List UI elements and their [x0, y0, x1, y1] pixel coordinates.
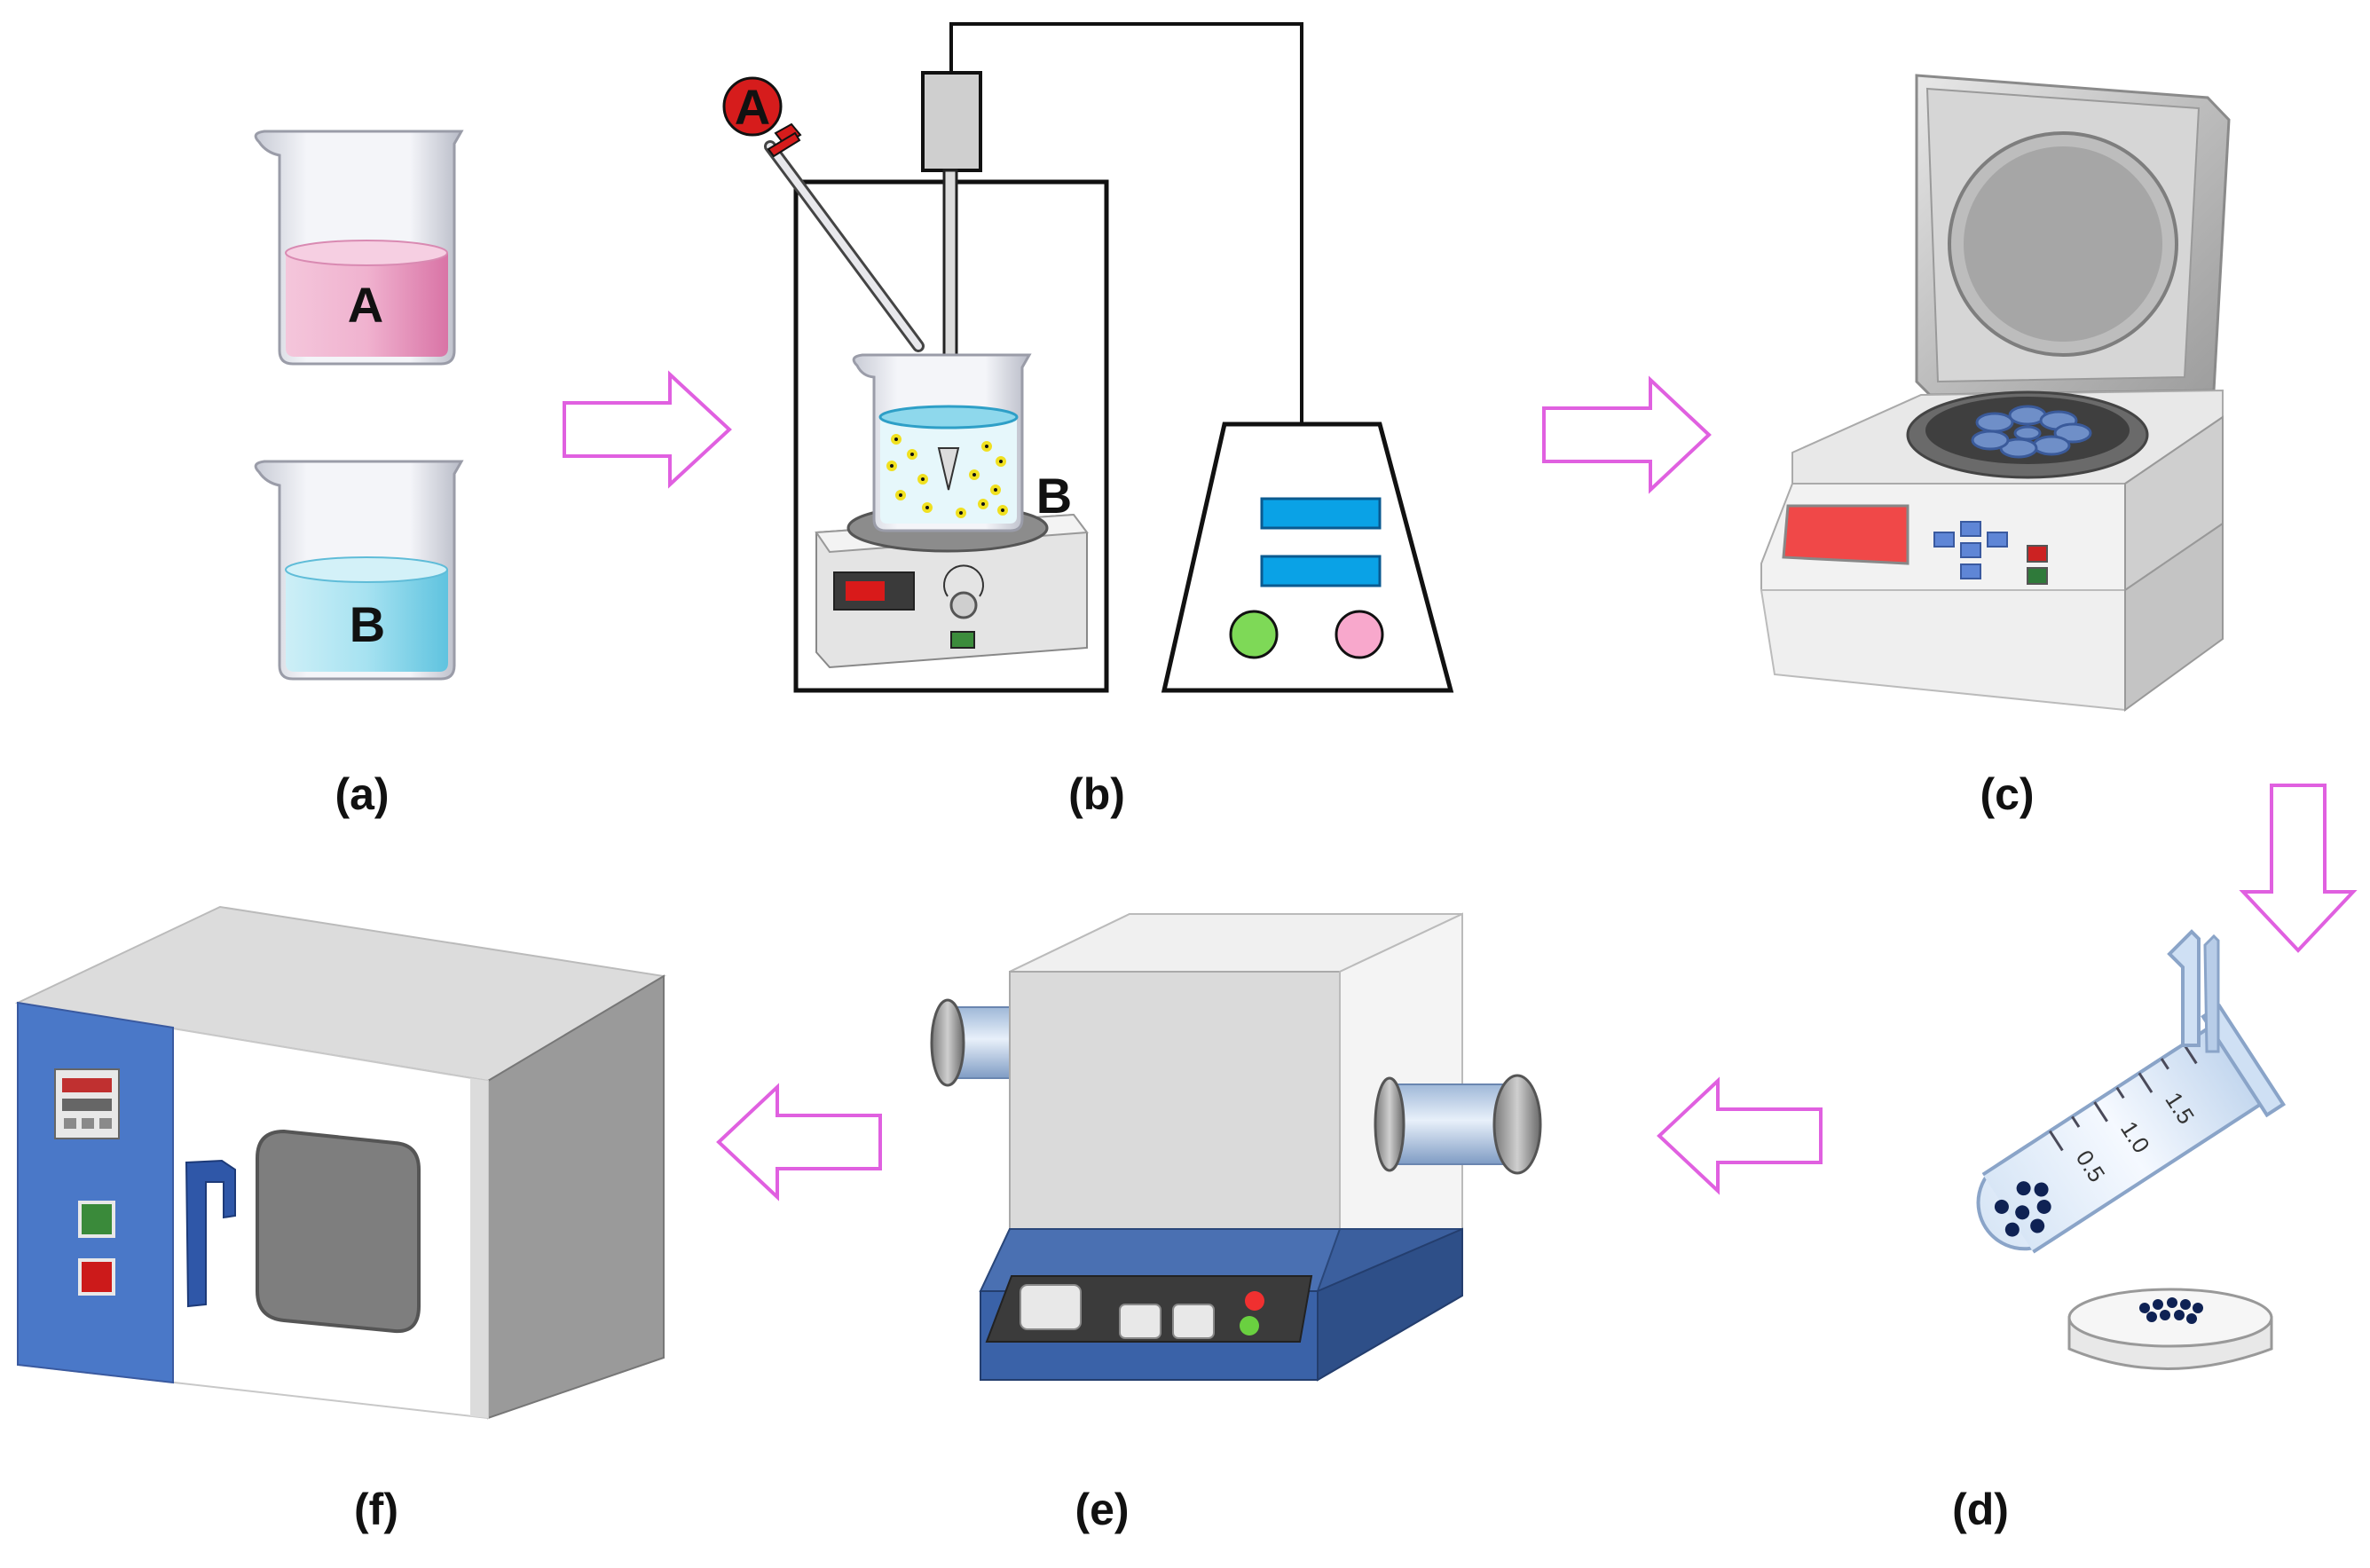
dropper-icon: A	[722, 76, 925, 352]
panel-c: (c)	[1760, 74, 2231, 819]
test-tube-icon: 0.5 1.0 1.5	[1976, 929, 2287, 1254]
stirrer-motor	[921, 71, 982, 172]
panel-a-label: (a)	[335, 769, 389, 819]
panel-f-label: (f)	[354, 1485, 398, 1534]
furnace-display	[1020, 1284, 1082, 1330]
centrifuge-display	[1782, 504, 1909, 565]
panel-b: A B	[722, 22, 1454, 819]
panel-b-label: (b)	[1068, 769, 1125, 819]
centrifuge-icon	[1760, 74, 2231, 712]
panel-e-label: (e)	[1075, 1485, 1129, 1534]
power-supply-button-green	[1229, 610, 1279, 659]
arrow-icon	[563, 370, 732, 489]
panel-c-label: (c)	[1980, 769, 2034, 819]
furnace-red-light	[1245, 1291, 1264, 1311]
centrifuge-keypad	[1933, 521, 2008, 579]
dropper-label: A	[735, 79, 770, 135]
oven-window	[256, 1129, 421, 1334]
power-supply-screen-1	[1260, 497, 1382, 530]
beaker-a-label: A	[348, 277, 383, 333]
beaker-label: B	[1036, 468, 1072, 524]
oven-door-handle	[185, 1159, 236, 1308]
furnace-green-light	[1240, 1316, 1259, 1336]
panel-f: (f)	[14, 905, 666, 1534]
oven-red-button	[78, 1258, 115, 1296]
beaker-a-icon: A	[254, 130, 464, 366]
particles	[886, 434, 1008, 518]
beaker-icon: B	[852, 353, 1072, 532]
petri-dish-icon	[2067, 1288, 2273, 1370]
panel-d-label: (d)	[1952, 1485, 2009, 1534]
panel-e: (e)	[930, 912, 1542, 1534]
oven-green-button	[78, 1201, 115, 1238]
beaker-b-icon: B	[254, 460, 464, 681]
power-supply-screen-2	[1260, 555, 1382, 587]
furnace-button-1	[1119, 1304, 1161, 1339]
arrow-icon	[2239, 784, 2358, 953]
panel-d: 0.5 1.0 1.5 (d)	[1952, 929, 2287, 1534]
centrifuge-red-button	[2027, 545, 2048, 563]
drying-oven-icon	[14, 905, 666, 1420]
panel-a: A B (a)	[254, 130, 464, 819]
arrow-icon	[1542, 375, 1712, 494]
stirrer-knob	[949, 591, 978, 619]
tube-furnace-icon	[930, 912, 1542, 1382]
beaker-b-label: B	[350, 596, 385, 652]
power-supply-icon	[1161, 422, 1454, 693]
centrifuge-green-button	[2027, 567, 2048, 585]
arrow-icon	[716, 1083, 882, 1202]
rotor-tubes	[1971, 405, 2092, 459]
arrow-icon	[1657, 1076, 1823, 1195]
power-supply-button-pink	[1335, 610, 1384, 659]
oven-control-panel	[17, 1001, 174, 1384]
furnace-button-2	[1172, 1304, 1215, 1339]
